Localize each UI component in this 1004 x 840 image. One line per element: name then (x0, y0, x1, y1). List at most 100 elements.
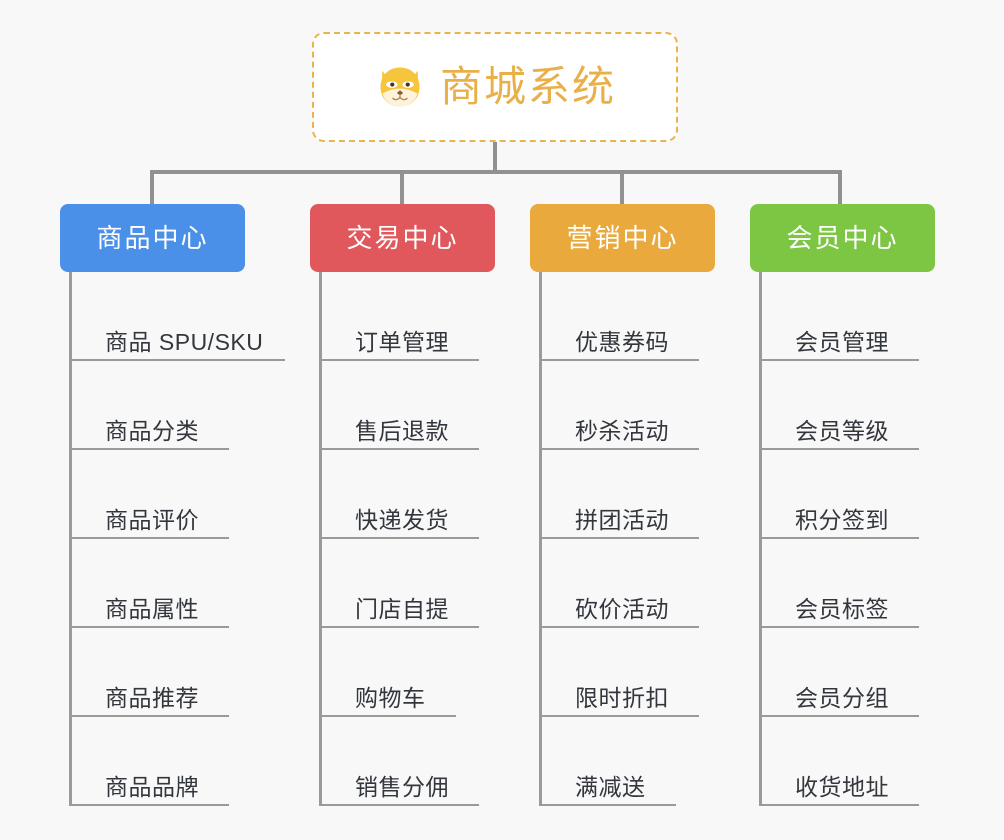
column-trade-center: 交易中心 订单管理 售后退款 快递发货 门店自提 购物车 (310, 204, 495, 806)
leaf-item[interactable]: 满减送 (539, 717, 715, 806)
leaf-label: 售后退款 (355, 417, 449, 444)
leaf-item[interactable]: 销售分佣 (319, 717, 495, 806)
leaf-trunk (759, 272, 762, 806)
category-label: 会员中心 (786, 223, 899, 253)
leaf-underline (319, 359, 479, 361)
leaf-item[interactable]: 秒杀活动 (539, 361, 715, 450)
leaf-label: 快递发货 (355, 506, 449, 533)
leaf-underline (69, 448, 229, 450)
leaf-item[interactable]: 商品 SPU/SKU (69, 272, 285, 361)
leaf-item[interactable]: 购物车 (319, 628, 495, 717)
root-title: 商城系统 (439, 63, 616, 110)
leaf-item[interactable]: 会员标签 (759, 539, 935, 628)
leaf-label: 订单管理 (355, 328, 449, 355)
leaf-underline (69, 359, 285, 361)
leaf-underline (539, 359, 699, 361)
leaf-label: 门店自提 (355, 595, 449, 622)
leaf-underline (319, 715, 456, 717)
connector-drop-trade-center (400, 170, 404, 206)
leaf-underline (539, 448, 699, 450)
leaf-trunk (319, 272, 322, 806)
leaf-underline (759, 804, 919, 806)
column-product-center: 商品中心 商品 SPU/SKU 商品分类 商品评价 商品属性 商品推荐 (60, 204, 285, 806)
leaf-label: 会员等级 (795, 417, 889, 444)
connector-root-stem (493, 142, 497, 174)
leaf-label: 积分签到 (795, 506, 889, 533)
leaf-underline (69, 537, 229, 539)
leaf-trunk (69, 272, 72, 806)
leaf-item[interactable]: 商品分类 (69, 361, 263, 450)
category-box-member-center[interactable]: 会员中心 (750, 204, 935, 272)
leaf-underline (759, 537, 919, 539)
leaf-list-product-center: 商品 SPU/SKU 商品分类 商品评价 商品属性 商品推荐 商品品牌 (69, 272, 285, 806)
leaf-label: 购物车 (355, 684, 426, 711)
category-label: 营销中心 (566, 223, 679, 253)
leaf-underline (759, 448, 919, 450)
leaf-item[interactable]: 快递发货 (319, 450, 495, 539)
connector-drop-product-center (150, 170, 154, 206)
connector-drop-member-center (838, 170, 842, 206)
leaf-item[interactable]: 会员分组 (759, 628, 935, 717)
leaf-underline (539, 537, 699, 539)
leaf-item[interactable]: 商品评价 (69, 450, 263, 539)
leaf-label: 秒杀活动 (575, 417, 669, 444)
category-box-product-center[interactable]: 商品中心 (60, 204, 245, 272)
leaf-item[interactable]: 会员管理 (759, 272, 935, 361)
leaf-item[interactable]: 售后退款 (319, 361, 495, 450)
leaf-label: 拼团活动 (575, 506, 669, 533)
leaf-label: 砍价活动 (575, 595, 669, 622)
leaf-underline (759, 626, 919, 628)
leaf-label: 商品属性 (105, 595, 199, 622)
leaf-label: 商品分类 (105, 417, 199, 444)
root-node[interactable]: 商城系统 (312, 32, 678, 142)
leaf-item[interactable]: 商品品牌 (69, 717, 263, 806)
leaf-underline (319, 804, 479, 806)
leaf-list-member-center: 会员管理 会员等级 积分签到 会员标签 会员分组 收货地址 (759, 272, 935, 806)
leaf-list-trade-center: 订单管理 售后退款 快递发货 门店自提 购物车 销售分佣 (319, 272, 495, 806)
leaf-item[interactable]: 积分签到 (759, 450, 935, 539)
leaf-item[interactable]: 订单管理 (319, 272, 495, 361)
category-label: 商品中心 (96, 223, 209, 253)
leaf-label: 优惠券码 (575, 328, 669, 355)
leaf-underline (69, 804, 229, 806)
leaf-label: 会员管理 (795, 328, 889, 355)
leaf-item[interactable]: 限时折扣 (539, 628, 715, 717)
leaf-item[interactable]: 商品推荐 (69, 628, 263, 717)
leaf-item[interactable]: 收货地址 (759, 717, 935, 806)
leaf-label: 商品品牌 (105, 773, 199, 800)
leaf-item[interactable]: 拼团活动 (539, 450, 715, 539)
leaf-item[interactable]: 会员等级 (759, 361, 935, 450)
leaf-underline (539, 715, 699, 717)
leaf-item[interactable]: 砍价活动 (539, 539, 715, 628)
column-marketing-center: 营销中心 优惠券码 秒杀活动 拼团活动 砍价活动 限时折扣 (530, 204, 715, 806)
leaf-underline (319, 448, 479, 450)
leaf-trunk (539, 272, 542, 806)
connector-drop-marketing-center (620, 170, 624, 206)
leaf-label: 商品 SPU/SKU (105, 328, 264, 355)
leaf-label: 会员分组 (795, 684, 889, 711)
leaf-label: 收货地址 (795, 773, 889, 800)
leaf-item[interactable]: 门店自提 (319, 539, 495, 628)
leaf-item[interactable]: 商品属性 (69, 539, 263, 628)
shiba-dog-face-icon (380, 67, 420, 107)
leaf-label: 限时折扣 (575, 684, 669, 711)
leaf-list-marketing-center: 优惠券码 秒杀活动 拼团活动 砍价活动 限时折扣 满减送 (539, 272, 715, 806)
column-member-center: 会员中心 会员管理 会员等级 积分签到 会员标签 会员分组 (750, 204, 935, 806)
leaf-underline (69, 626, 229, 628)
category-label: 交易中心 (346, 223, 459, 253)
leaf-underline (69, 715, 229, 717)
leaf-label: 商品评价 (105, 506, 199, 533)
leaf-underline (319, 537, 479, 539)
leaf-underline (319, 626, 479, 628)
leaf-label: 商品推荐 (105, 684, 199, 711)
category-box-marketing-center[interactable]: 营销中心 (530, 204, 715, 272)
leaf-label: 满减送 (575, 773, 646, 800)
leaf-label: 销售分佣 (355, 773, 449, 800)
leaf-label: 会员标签 (795, 595, 889, 622)
leaf-item[interactable]: 优惠券码 (539, 272, 715, 361)
leaf-underline (539, 804, 676, 806)
leaf-underline (759, 715, 919, 717)
category-box-trade-center[interactable]: 交易中心 (310, 204, 495, 272)
connector-horizontal-bus (150, 170, 842, 174)
